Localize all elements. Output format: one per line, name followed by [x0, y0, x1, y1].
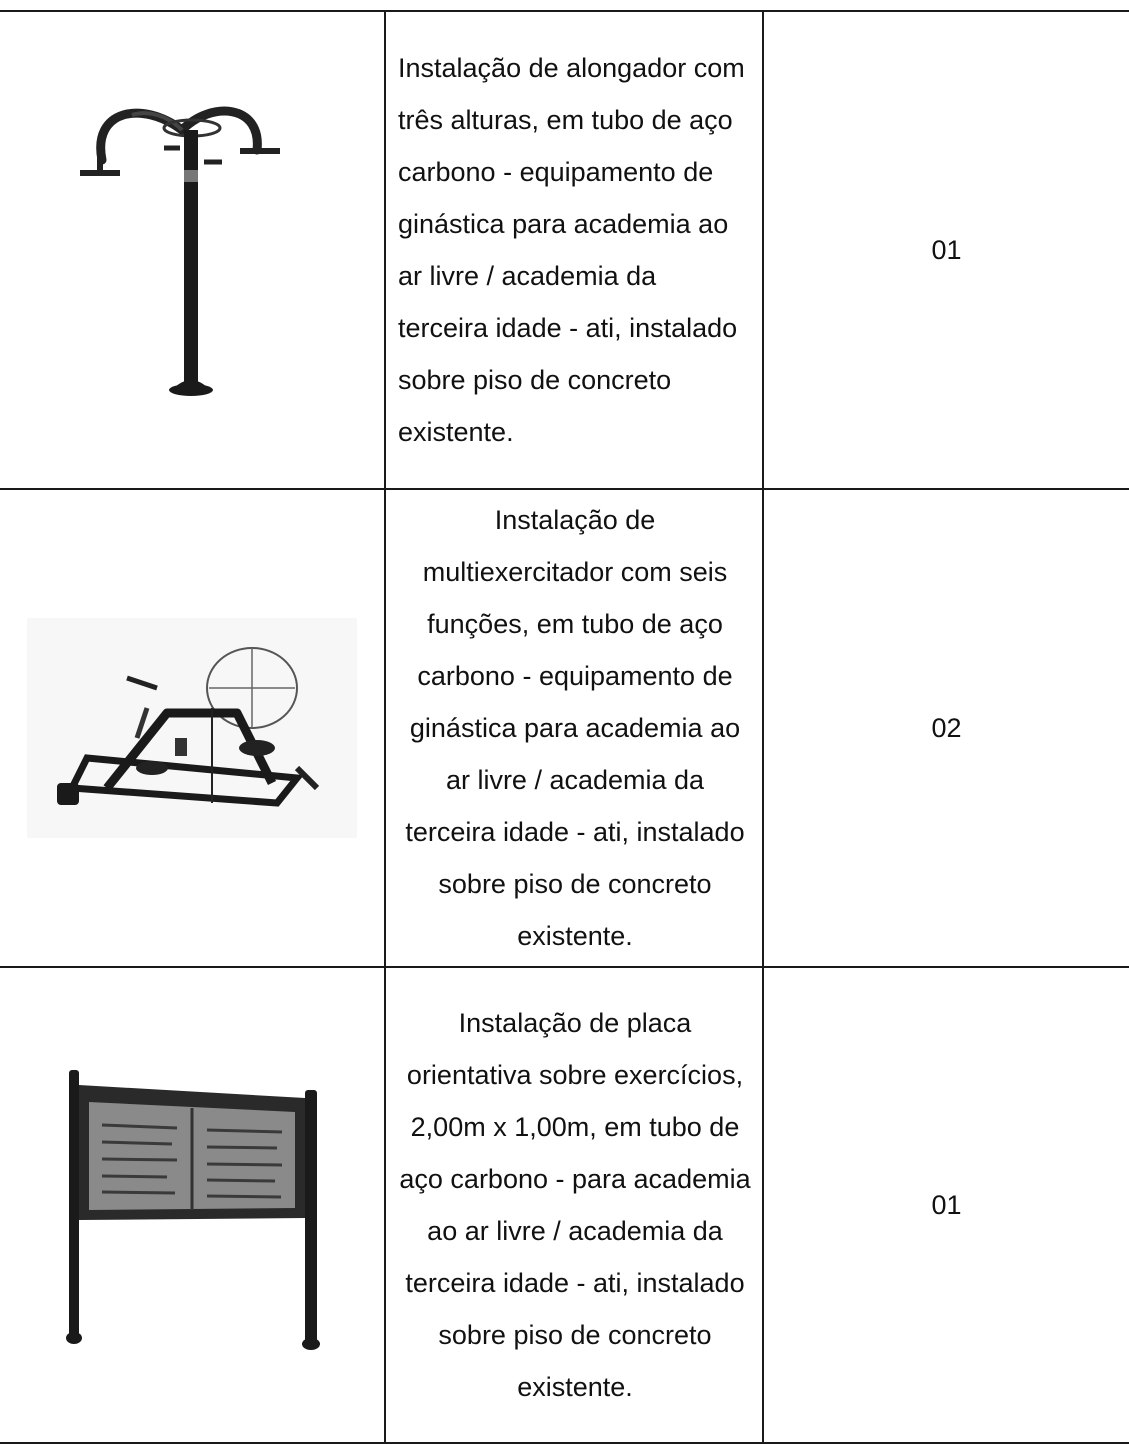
- equipment-description-cell: Instalação de multiexercitador com seis …: [384, 488, 764, 968]
- equipment-image-cell: [0, 966, 386, 1444]
- equipment-quantity: 01: [931, 1189, 962, 1220]
- table-row: Instalação de multiexercitador com seis …: [0, 488, 1129, 968]
- equipment-description-cell: Instalação de placa orientativa sobre ex…: [384, 966, 764, 1444]
- equipment-description-cell: Instalação de alongador com três alturas…: [384, 10, 764, 490]
- table-row: Instalação de alongador com três alturas…: [0, 10, 1129, 490]
- equipment-quantity: 02: [931, 712, 962, 743]
- equipment-description: Instalação de multiexercitador com seis …: [405, 505, 745, 951]
- orientation-sign-icon: [66, 1070, 320, 1350]
- table-row: Instalação de placa orientativa sobre ex…: [0, 966, 1129, 1444]
- equipment-description: Instalação de alongador com três alturas…: [398, 53, 745, 447]
- equipment-quantity-cell: 01: [762, 966, 1129, 1444]
- equipment-quantity-cell: 01: [762, 10, 1129, 490]
- equipment-description: Instalação de placa orientativa sobre ex…: [399, 1008, 751, 1402]
- equipment-image-cell: [0, 10, 386, 490]
- stretcher-equipment-icon: [80, 106, 280, 396]
- equipment-image-cell: [0, 488, 386, 968]
- equipment-table: Instalação de alongador com três alturas…: [0, 10, 1129, 1444]
- multi-exerciser-equipment-icon: [27, 618, 357, 838]
- equipment-quantity: 01: [931, 234, 962, 265]
- equipment-quantity-cell: 02: [762, 488, 1129, 968]
